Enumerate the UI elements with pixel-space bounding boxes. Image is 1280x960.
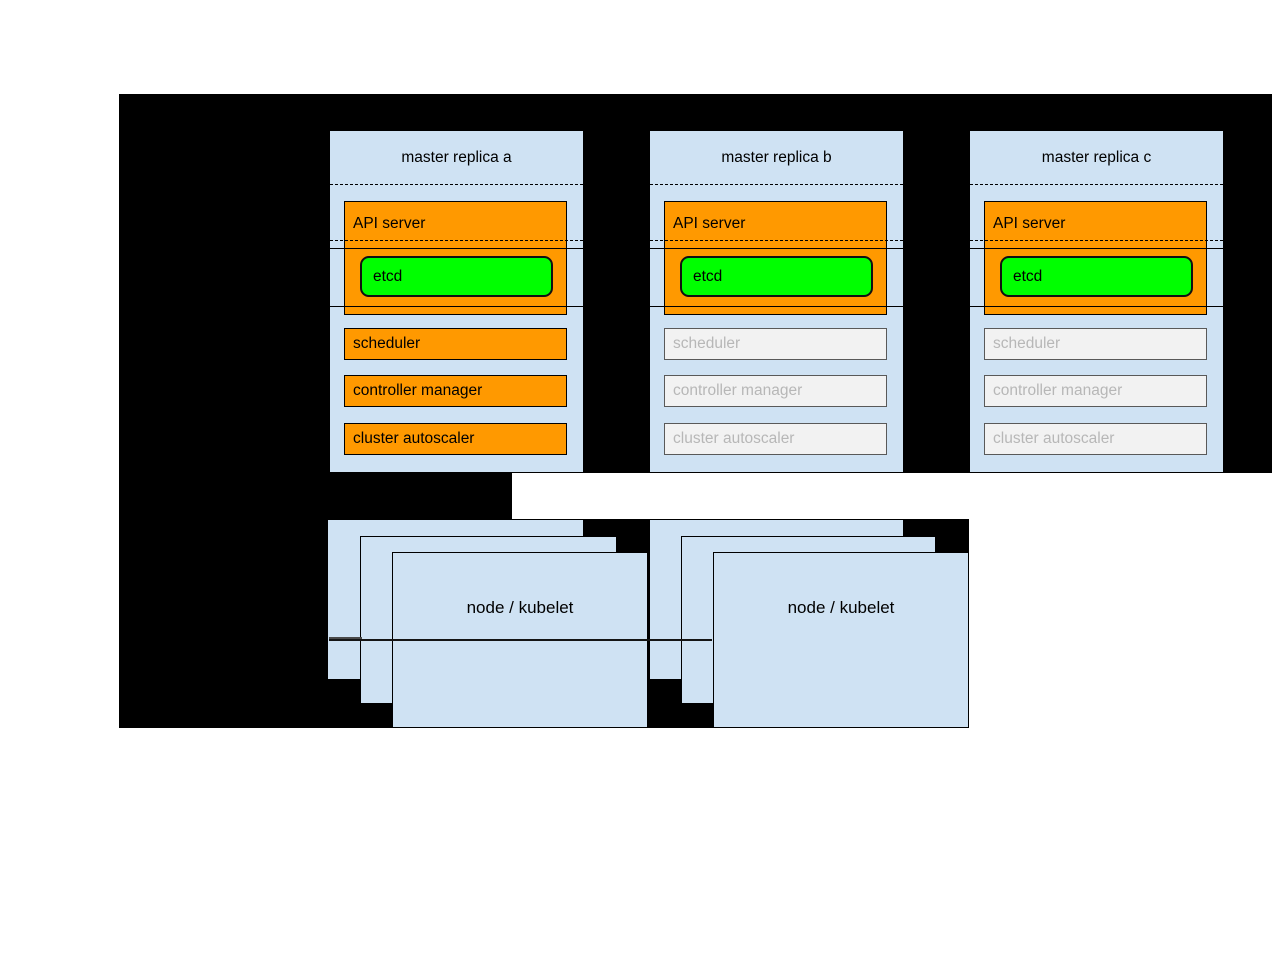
solid-separator [650, 248, 903, 249]
api-server-label: API server [673, 215, 746, 232]
etcd-label: etcd [1013, 267, 1043, 285]
connector-line [329, 639, 712, 641]
solid-separator [650, 306, 903, 307]
dashed-separator [650, 184, 903, 185]
component-row-controller-manager: controller manager [984, 375, 1207, 407]
replica-title: master replica c [1041, 148, 1152, 166]
component-label: controller manager [993, 382, 1123, 399]
component-row-cluster-autoscaler: cluster autoscaler [984, 423, 1207, 455]
component-row-controller-manager: controller manager [664, 375, 887, 407]
component-label: scheduler [673, 335, 741, 352]
etcd-label: etcd [693, 267, 723, 285]
component-label: cluster autoscaler [673, 430, 795, 447]
component-row-scheduler: scheduler [664, 328, 887, 360]
component-row-cluster-autoscaler: cluster autoscaler [664, 423, 887, 455]
solid-separator [970, 248, 1223, 249]
solid-separator [330, 306, 583, 307]
etcd-label: etcd [373, 267, 403, 285]
component-row-scheduler: scheduler [984, 328, 1207, 360]
dashed-separator [650, 240, 903, 241]
etcd-box: etcd [680, 256, 873, 297]
component-row-controller-manager: controller manager [344, 375, 567, 407]
node-label: node / kubelet [466, 598, 574, 617]
component-label: cluster autoscaler [993, 430, 1115, 447]
solid-separator [970, 306, 1223, 307]
black-backdrop-middle [119, 473, 512, 519]
component-label: controller manager [673, 382, 803, 399]
master-replica-b-box: master replica b API server etcd schedul… [649, 130, 904, 473]
component-row-scheduler: scheduler [344, 328, 567, 360]
dashed-separator [330, 184, 583, 185]
component-label: cluster autoscaler [353, 430, 475, 447]
component-row-cluster-autoscaler: cluster autoscaler [344, 423, 567, 455]
component-label: scheduler [993, 335, 1061, 352]
dashed-separator [970, 184, 1223, 185]
replica-title: master replica b [721, 148, 832, 166]
solid-separator [330, 248, 583, 249]
dashed-separator [970, 240, 1223, 241]
master-replica-c-box: master replica c API server etcd schedul… [969, 130, 1224, 473]
api-server-label: API server [993, 215, 1066, 232]
master-replica-a-box: master replica a API server etcd schedul… [329, 130, 584, 473]
replica-title: master replica a [401, 148, 512, 166]
component-label: scheduler [353, 335, 421, 352]
api-server-label: API server [353, 215, 426, 232]
node-stack-2-front-box: node / kubelet [713, 552, 969, 728]
component-label: controller manager [353, 382, 483, 399]
node-label: node / kubelet [787, 598, 895, 617]
etcd-box: etcd [1000, 256, 1193, 297]
dashed-separator [330, 240, 583, 241]
etcd-box: etcd [360, 256, 553, 297]
